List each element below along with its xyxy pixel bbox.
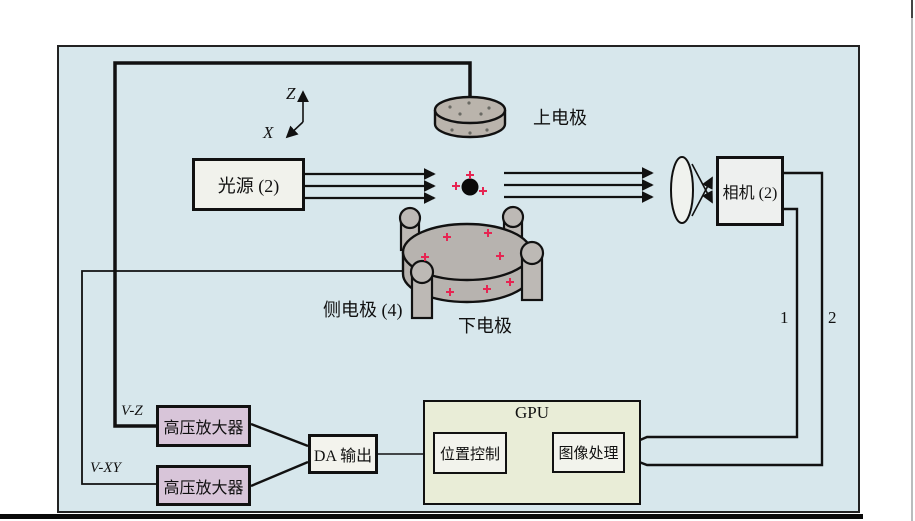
lens-camera-rays (691, 163, 713, 217)
axis-x-label: X (263, 123, 274, 142)
wire-vxy (81, 270, 424, 485)
bottom-electrode-assembly (398, 205, 545, 320)
side-electrode-post-front (409, 240, 545, 320)
position-control-label: 位置控制 (439, 446, 500, 463)
page-edge-line (911, 0, 913, 521)
hv-amplifier-xy-box: 高压放大器 (156, 465, 251, 506)
light-source-label: 光源 (2) (217, 175, 280, 196)
hv-amplifier-z-box: 高压放大器 (156, 405, 251, 447)
axis-z-label: Z (286, 84, 296, 103)
particle (452, 171, 487, 196)
side-electrode-label: 侧电极 (4) (323, 300, 403, 320)
camera-label: 相机 (2) (722, 185, 778, 202)
figure-bottom-rule (0, 514, 863, 519)
hv-amplifier-xy-label: 高压放大器 (163, 479, 244, 497)
da-output-label: DA 输出 (313, 448, 373, 465)
axis-arrows (285, 90, 309, 139)
top-electrode (433, 95, 507, 139)
amplifier-da-links (250, 422, 309, 488)
light-beam-arrows-left (305, 168, 436, 204)
electrode-texture-dots (448, 101, 491, 135)
page-edge-line-dark (911, 0, 913, 18)
image-processing-box: 图像处理 (552, 432, 625, 473)
light-beam-arrows-right (504, 167, 654, 203)
signal-line-1 (625, 207, 799, 448)
signal-2-label: 2 (828, 308, 837, 327)
position-control-box: 位置控制 (433, 432, 507, 474)
bottom-electrode-label: 下电极 (458, 316, 512, 336)
vxy-label: V-XY (90, 460, 121, 476)
hv-amplifier-z-label: 高压放大器 (163, 420, 244, 437)
particle-charge-marks (452, 171, 487, 195)
gpu-label: GPU (514, 403, 549, 422)
bottom-electrode-disk (401, 222, 533, 304)
image-processing-label: 图像处理 (558, 446, 619, 462)
signal-1-label: 1 (780, 308, 789, 327)
top-electrode-label: 上电极 (533, 108, 587, 128)
wire-vz (113, 61, 472, 428)
disk-charge-marks (421, 229, 514, 296)
light-source-box: 光源 (2) (192, 158, 305, 211)
camera-box: 相机 (2) (716, 156, 784, 226)
vz-label: V-Z (121, 403, 143, 419)
lens-icon (670, 156, 694, 224)
da-output-box: DA 输出 (308, 434, 378, 474)
